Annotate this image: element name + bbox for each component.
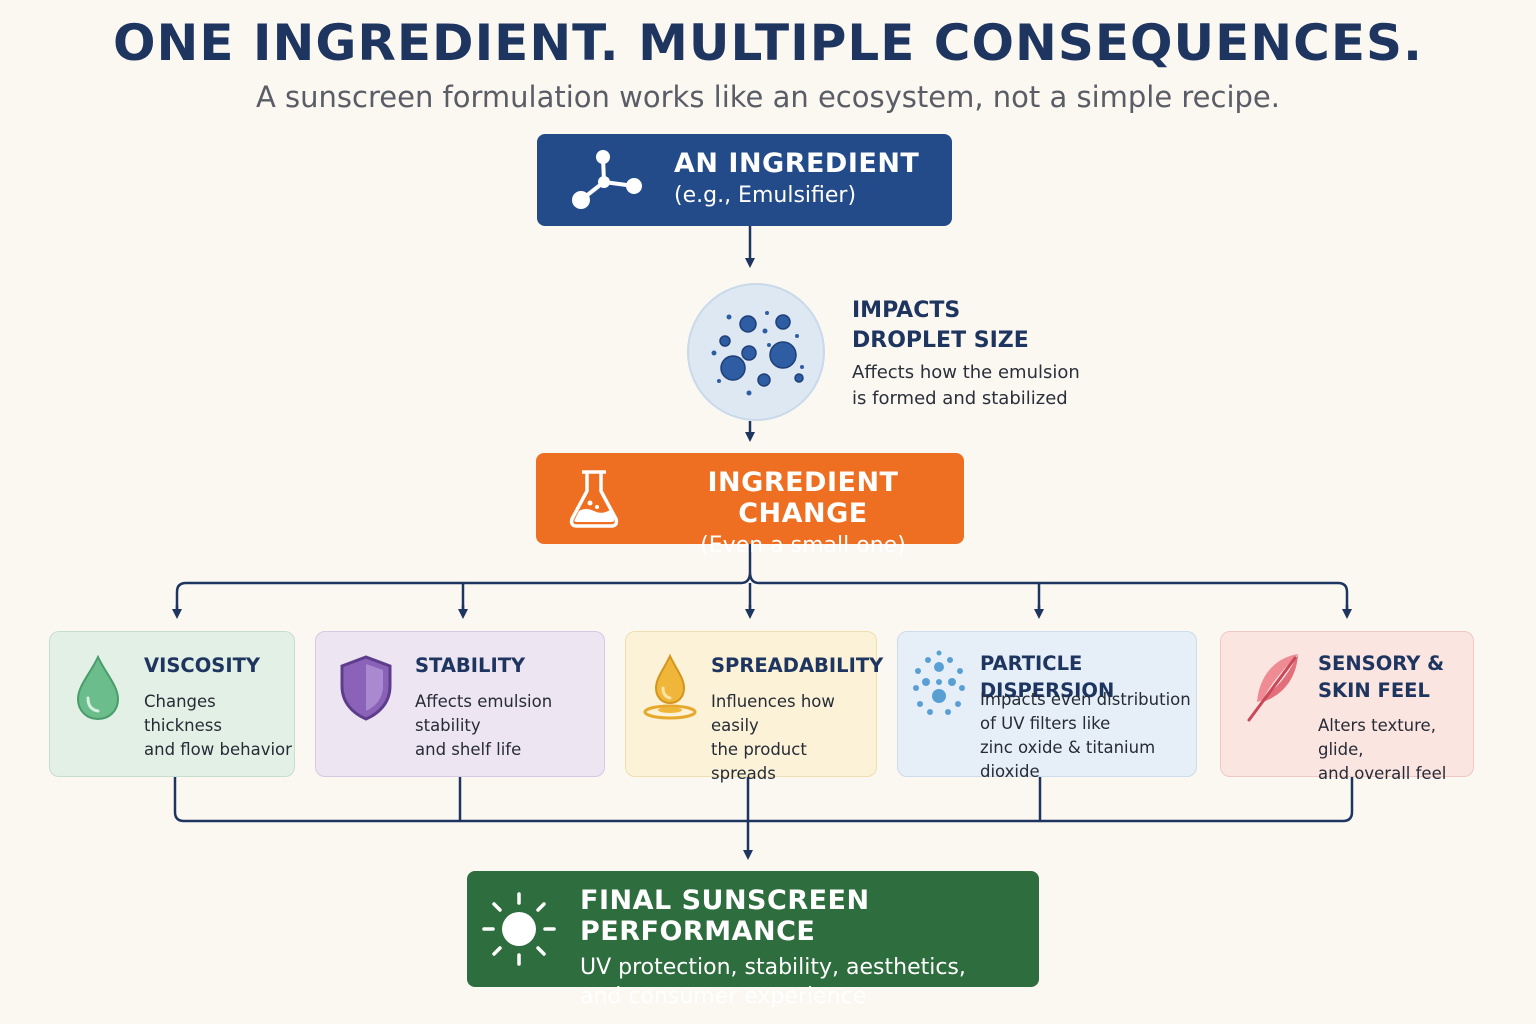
sensory-description: Alters texture, glide, and overall feel [1318,716,1447,783]
card-particle-dispersion: PARTICLE DISPERSION Impacts even distrib… [897,631,1197,781]
ingredient-box: AN INGREDIENT (e.g., Emulsifier) [537,134,952,226]
particle-dispersion-title: PARTICLE DISPERSION [980,652,1115,702]
particle-dispersion-description: Impacts even distribution of UV filters … [980,690,1191,781]
change-subtitle: (Even a small one) [700,533,906,558]
change-title: INGREDIENT CHANGE [707,467,899,529]
stability-description: Affects emulsion stability and shelf lif… [415,692,553,759]
final-description: UV protection, stability, aesthetics, an… [580,955,966,1009]
droplets-icon [711,311,804,396]
spreadability-title: SPREADABILITY [711,654,884,677]
flask-icon [569,470,619,528]
molecule-icon [572,150,642,209]
ingredient-title: AN INGREDIENT [674,148,920,179]
droplet-description: Affects how the emulsion is formed and s… [852,362,1080,409]
viscosity-title: VISCOSITY [144,654,261,677]
shield-icon [340,655,392,721]
ingredient-subtitle: (e.g., Emulsifier) [674,183,857,208]
card-viscosity: VISCOSITY Changes thickness and flow beh… [49,631,295,777]
card-stability: STABILITY Affects emulsion stability and… [315,631,605,777]
feather-icon [1247,654,1298,722]
droplet-circle [687,283,825,421]
branch-horizontal [175,571,1349,612]
final-title: FINAL SUNSCREEN PERFORMANCE [580,885,870,947]
sun-icon [482,892,556,966]
particles-icon [913,650,965,715]
stability-title: STABILITY [415,654,526,677]
card-sensory-skin-feel: SENSORY & SKIN FEEL Alters texture, glid… [1220,631,1474,783]
drop-icon [76,654,120,721]
card-spreadability: SPREADABILITY Influences how easily the … [625,631,883,783]
ingredient-change-box: INGREDIENT CHANGE (Even a small one) [536,453,964,558]
sensory-title: SENSORY & SKIN FEEL [1318,652,1445,702]
oil-drop-icon [643,654,697,720]
page-title: ONE INGREDIENT. MULTIPLE CONSEQUENCES. [113,14,1423,72]
droplet-info: IMPACTS DROPLET SIZE Affects how the emu… [852,296,1112,412]
page-subtitle: A sunscreen formulation works like an ec… [256,80,1280,114]
viscosity-description: Changes thickness and flow behavior [144,692,292,759]
merge-horizontal [173,777,1354,823]
droplet-title: IMPACTS DROPLET SIZE [852,298,1029,353]
final-performance-box: FINAL SUNSCREEN PERFORMANCE UV protectio… [467,871,1039,1009]
spreadability-description: Influences how easily the product spread… [711,692,835,783]
